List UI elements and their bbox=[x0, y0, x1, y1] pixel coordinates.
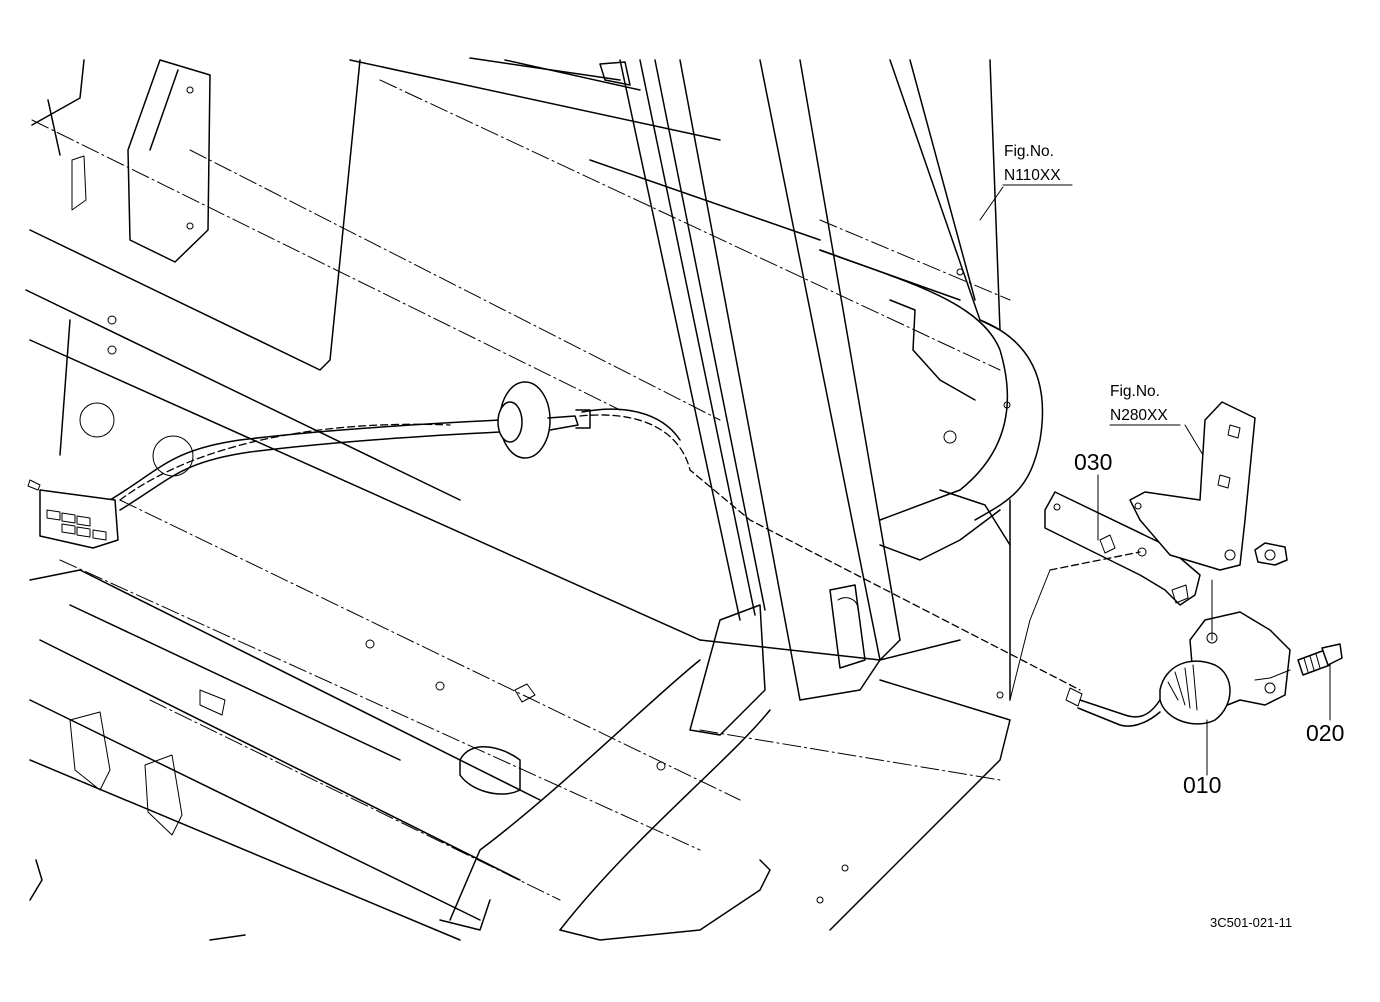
cab-side-panel bbox=[25, 59, 701, 641]
grommet bbox=[497, 381, 591, 459]
wire-harness bbox=[109, 408, 1081, 691]
part-label-020[interactable]: 020 bbox=[1306, 720, 1344, 746]
figref-n280-line1: Fig.No. bbox=[1110, 383, 1160, 400]
figref-n110-line1: Fig.No. bbox=[1004, 143, 1054, 160]
cab-front-pillar bbox=[656, 59, 1044, 771]
mount-bracket-n280 bbox=[1129, 401, 1288, 571]
leader-lines bbox=[979, 184, 1204, 541]
cab-pillar bbox=[619, 59, 901, 736]
screw-020 bbox=[1254, 643, 1343, 721]
part-label-030[interactable]: 030 bbox=[1074, 449, 1112, 475]
figref-n280-code[interactable]: N280XX bbox=[1110, 407, 1168, 424]
figref-n110-code[interactable]: N110XX bbox=[1004, 167, 1061, 184]
cab-floor bbox=[29, 569, 541, 941]
chain-lines bbox=[31, 79, 1011, 901]
cab-roof-frame bbox=[349, 57, 961, 301]
drawing-code: 3C501-021-11 bbox=[1210, 915, 1292, 930]
harness-connector bbox=[27, 479, 119, 549]
rotary-switch-010 bbox=[1065, 579, 1291, 776]
bracket-030 bbox=[1009, 491, 1201, 701]
cab-sill bbox=[439, 639, 1011, 941]
part-label-010[interactable]: 010 bbox=[1183, 772, 1221, 798]
